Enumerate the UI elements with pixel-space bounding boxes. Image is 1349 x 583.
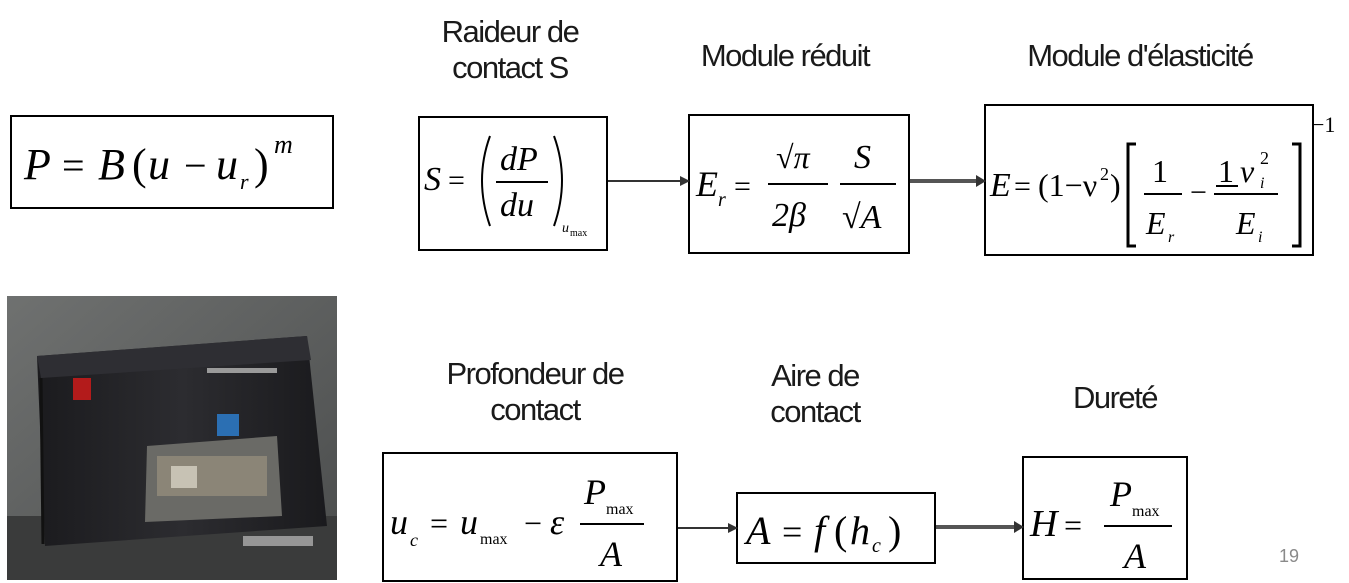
formula-symbol: c — [410, 530, 418, 550]
arrow-icon — [910, 175, 986, 187]
formula-symbol: = — [62, 143, 85, 188]
formula-symbol: H — [1029, 503, 1060, 545]
formula-symbol: S — [424, 161, 441, 198]
formula-symbol: max — [570, 228, 587, 239]
formula-symbol: = — [448, 164, 465, 197]
formula-symbol: r — [718, 189, 726, 211]
formula-symbol: P — [1109, 474, 1132, 514]
formula-symbol: ( — [132, 140, 147, 189]
formula-symbol: du — [500, 187, 534, 224]
formula-symbol: u — [216, 140, 238, 189]
formula-symbol: r — [1168, 229, 1175, 246]
formula-symbol: 2β — [772, 197, 806, 234]
label-reduced-modulus: Module réduit — [700, 38, 871, 73]
formula-symbol: = — [1014, 170, 1031, 203]
label-hardness: Dureté — [1072, 380, 1159, 415]
page-number: 19 — [1279, 546, 1300, 566]
formula-symbol: ν — [1240, 153, 1255, 189]
formula-power-law: P = B ( u − u r ) m — [10, 115, 334, 209]
formula-symbol: B — [98, 140, 125, 189]
formula-symbol: √π — [776, 139, 811, 175]
formula-hardness: H = P max A — [1022, 456, 1188, 580]
formula-symbol: − — [1190, 176, 1207, 209]
formula-symbol: 1 — [1218, 153, 1234, 189]
formula-contact-depth: u c = u max − ε P max A — [382, 452, 678, 582]
label-contact-stiffness: Raideur de contact S — [441, 14, 580, 85]
formula-symbol: A — [1122, 536, 1147, 576]
formula-symbol: i — [1258, 229, 1262, 246]
formula-symbol: ) — [1110, 167, 1121, 203]
formula-symbol: i — [1260, 175, 1264, 192]
formula-symbol: max — [1132, 503, 1160, 520]
formula-symbol: h — [850, 508, 870, 553]
formula-symbol: u — [148, 140, 170, 189]
formula-symbol: E — [989, 167, 1011, 204]
formula-symbol: S — [854, 139, 871, 176]
formula-symbol: E — [1235, 205, 1256, 241]
formula-symbol: E — [695, 164, 718, 204]
formula-symbol: A — [743, 508, 771, 553]
label-contact-depth: Profondeur de contact — [446, 356, 625, 427]
formula-symbol: √A — [842, 199, 882, 236]
formula-symbol: ( — [834, 508, 847, 553]
formula-reduced-modulus: E r = √π 2β S √A — [688, 114, 910, 254]
formula-symbol: = — [782, 512, 802, 552]
formula-symbol: − — [524, 505, 542, 541]
formula-symbol: = — [1064, 507, 1082, 543]
elastic-exponent: −1 — [1312, 112, 1336, 137]
formula-symbol: 2 — [1260, 148, 1269, 168]
formula-symbol: u — [460, 502, 478, 542]
formula-symbol: A — [598, 534, 623, 574]
label-contact-area: Aire de contact — [770, 358, 861, 429]
formula-symbol: max — [480, 531, 508, 548]
formula-symbol: c — [872, 535, 881, 557]
nanoindenter-photo — [7, 296, 337, 580]
formula-stiffness: S = dP du u max — [418, 116, 608, 251]
formula-symbol: = — [734, 170, 751, 203]
formula-symbol: − — [184, 143, 207, 188]
arrow-icon — [608, 176, 690, 186]
arrow-icon — [936, 521, 1024, 533]
formula-symbol: 1 — [1152, 153, 1168, 189]
formula-symbol: u — [390, 502, 408, 542]
formula-symbol: u — [562, 221, 569, 236]
formula-symbol: P — [583, 472, 606, 512]
formula-symbol: m — [274, 130, 293, 159]
formula-symbol: ε — [550, 502, 565, 542]
formula-contact-area: A = f ( h c ) — [736, 492, 936, 564]
formula-elastic-modulus: E = (1−ν 2 ) 1 E r − 1 ν 2 i E i — [984, 104, 1314, 256]
formula-symbol: max — [606, 501, 634, 518]
formula-symbol: ) — [888, 508, 901, 553]
label-elastic-modulus: Module d'élasticité — [1027, 38, 1254, 73]
formula-symbol: (1−ν — [1038, 167, 1097, 203]
formula-symbol: 2 — [1100, 164, 1109, 184]
formula-symbol: P — [23, 140, 51, 189]
formula-symbol: = — [430, 505, 448, 541]
formula-symbol: f — [814, 508, 830, 553]
formula-symbol: ) — [254, 140, 269, 189]
formula-symbol: dP — [500, 141, 538, 178]
device-label-plate — [207, 368, 277, 373]
arrow-icon — [678, 523, 738, 533]
formula-symbol: r — [240, 169, 249, 194]
formula-symbol: E — [1145, 205, 1166, 241]
